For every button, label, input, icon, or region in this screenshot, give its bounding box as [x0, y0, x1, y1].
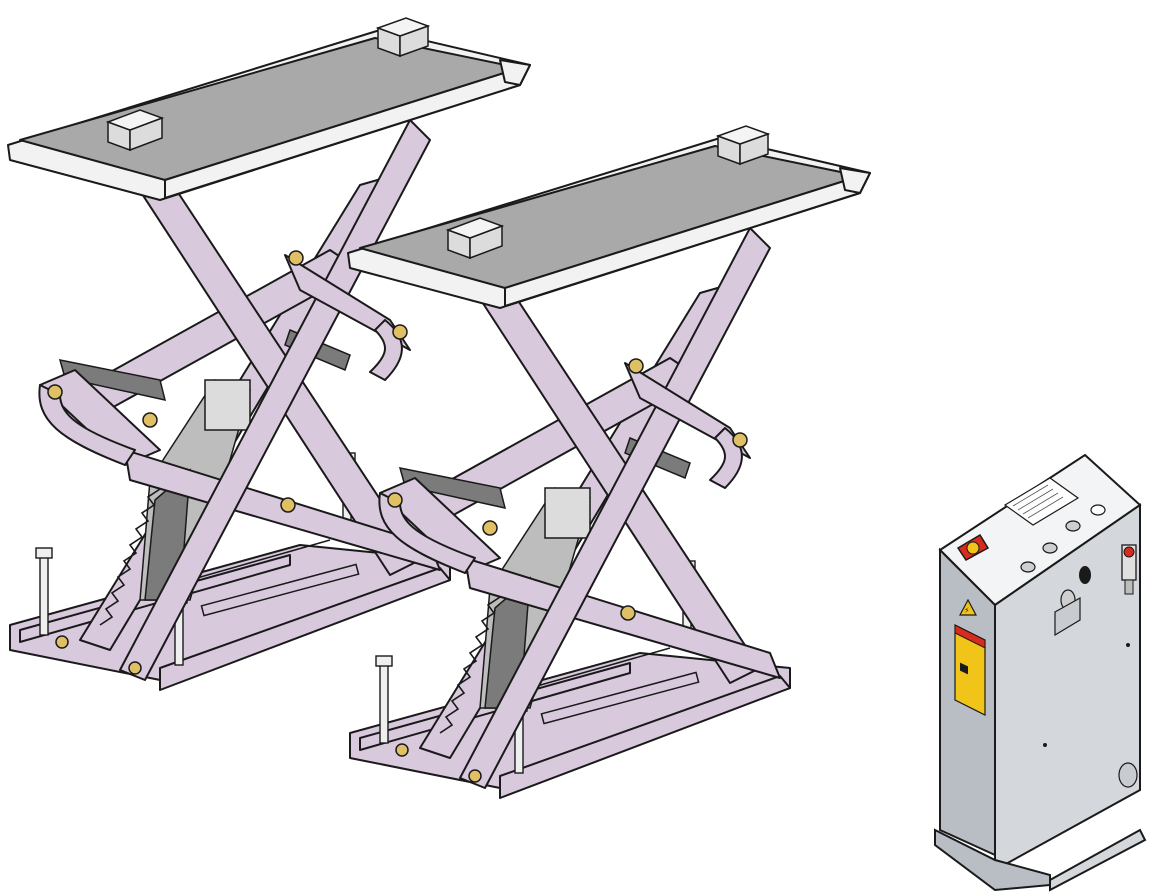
safety-label — [954, 624, 986, 716]
emergency-stop-switch — [956, 533, 990, 561]
svg-text:⚡: ⚡ — [964, 606, 970, 615]
scissor-lift-2 — [347, 125, 871, 799]
high-voltage-warning-icon: ⚡ — [959, 598, 977, 616]
instruction-plate — [1003, 477, 1080, 526]
control-button-2 — [1042, 542, 1058, 554]
control-button-3 — [1065, 520, 1081, 532]
air-filter-regulator — [1121, 544, 1137, 595]
indicator-light — [1090, 504, 1106, 516]
scissor-lift-1 — [7, 17, 531, 691]
control-button-1 — [1020, 561, 1036, 573]
control-cabinet: ⚡ — [934, 453, 1147, 892]
